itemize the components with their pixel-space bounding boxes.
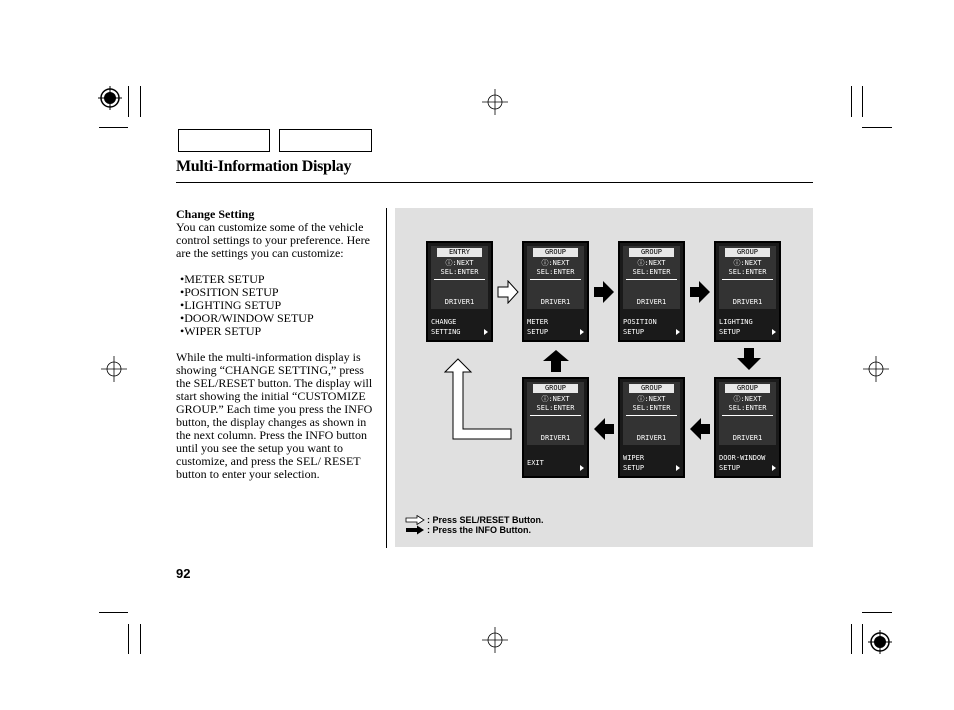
page-title: Multi-Information Display: [176, 158, 352, 175]
screen-next-label: ⓘ:NEXT: [733, 395, 762, 403]
play-triangle-icon: [772, 329, 776, 335]
screen-driver-label: DRIVER1: [444, 298, 475, 306]
play-triangle-icon: [676, 465, 680, 471]
screen-group-label: GROUP: [629, 384, 674, 393]
screen-enter-label: SEL:ENTER: [440, 268, 479, 276]
screen-driver-label: DRIVER1: [732, 298, 763, 306]
info-arrow-left-icon: [594, 418, 614, 440]
screen-setting-label: EXIT: [527, 459, 544, 467]
info-arrow-right-icon: [690, 281, 710, 303]
screen-enter-label: SEL:ENTER: [632, 268, 671, 276]
screen-group-label: ENTRY: [437, 248, 482, 257]
screen-group-label: GROUP: [725, 248, 770, 257]
play-triangle-icon: [484, 329, 488, 335]
screen-group-label: GROUP: [533, 384, 578, 393]
screen-setting-label: DOOR·WINDOW: [719, 454, 766, 462]
screen-enter-label: SEL:ENTER: [728, 268, 767, 276]
list-item: WIPER SETUP: [180, 325, 381, 338]
display-screen-exit: GROUP ⓘ:NEXT SEL:ENTER DRIVER1 EXIT: [522, 377, 589, 478]
screen-setting-label: POSITION: [623, 318, 657, 326]
screen-enter-label: SEL:ENTER: [536, 404, 575, 412]
header-tab-box: [279, 129, 372, 152]
list-item: POSITION SETUP: [180, 286, 381, 299]
screen-driver-label: DRIVER1: [636, 298, 667, 306]
page-number: 92: [176, 566, 191, 581]
play-triangle-icon: [676, 329, 680, 335]
screen-group-label: GROUP: [533, 248, 578, 257]
screen-driver-label: DRIVER1: [540, 434, 571, 442]
screen-enter-label: SEL:ENTER: [632, 404, 671, 412]
screen-setting-label: LIGHTING: [719, 318, 753, 326]
screen-next-label: ⓘ:NEXT: [445, 259, 474, 267]
screen-setting-label: SETUP: [623, 464, 645, 472]
screen-next-label: ⓘ:NEXT: [541, 395, 570, 403]
body-paragraph: While the multi-information display is s…: [176, 350, 373, 481]
info-arrow-right-icon: [594, 281, 614, 303]
screen-setting-label: WIPER: [623, 454, 645, 462]
sel-reset-return-arrow-icon: [444, 358, 512, 440]
list-item: LIGHTING SETUP: [180, 299, 381, 312]
screen-setting-label: SETUP: [719, 328, 741, 336]
screen-enter-label: SEL:ENTER: [536, 268, 575, 276]
info-legend-icon: [406, 525, 424, 535]
display-screen-position: GROUP ⓘ:NEXT SEL:ENTER DRIVER1 POSITION …: [618, 241, 685, 342]
screen-setting-label: CHANGE: [431, 318, 457, 326]
play-triangle-icon: [580, 329, 584, 335]
screen-setting-label: METER: [527, 318, 549, 326]
display-screen-meter: GROUP ⓘ:NEXT SEL:ENTER DRIVER1 METER SET…: [522, 241, 589, 342]
screen-driver-label: DRIVER1: [636, 434, 667, 442]
crosshair-icon: [101, 356, 127, 382]
crosshair-icon: [863, 356, 889, 382]
screen-next-label: ⓘ:NEXT: [637, 395, 666, 403]
sel-reset-arrow-icon: [497, 280, 519, 304]
header-tab-box: [178, 129, 270, 152]
legend-info-text: : Press the INFO Button.: [427, 525, 532, 535]
info-arrow-up-icon: [543, 350, 569, 372]
section-heading: Change Setting: [176, 207, 255, 221]
screen-next-label: ⓘ:NEXT: [541, 259, 570, 267]
title-rule: [176, 182, 813, 183]
intro-paragraph: You can customize some of the vehicle co…: [176, 220, 370, 260]
sel-reset-legend-icon: [405, 515, 425, 525]
screen-group-label: GROUP: [629, 248, 674, 257]
screen-driver-label: DRIVER1: [732, 434, 763, 442]
list-item: DOOR/WINDOW SETUP: [180, 312, 381, 325]
screen-driver-label: DRIVER1: [540, 298, 571, 306]
screen-next-label: ⓘ:NEXT: [637, 259, 666, 267]
crosshair-icon: [482, 627, 508, 653]
crosshair-icon: [482, 89, 508, 115]
play-triangle-icon: [580, 465, 584, 471]
display-screen-wiper: GROUP ⓘ:NEXT SEL:ENTER DRIVER1 WIPER SET…: [618, 377, 685, 478]
registration-mark-icon: [868, 630, 892, 654]
play-triangle-icon: [772, 465, 776, 471]
screen-setting-label: SETUP: [719, 464, 741, 472]
display-screen-lighting: GROUP ⓘ:NEXT SEL:ENTER DRIVER1 LIGHTING …: [714, 241, 781, 342]
screen-setting-label: SETUP: [623, 328, 645, 336]
screen-group-label: GROUP: [725, 384, 770, 393]
display-screen-door-window: GROUP ⓘ:NEXT SEL:ENTER DRIVER1 DOOR·WIND…: [714, 377, 781, 478]
setup-list: METER SETUP POSITION SETUP LIGHTING SETU…: [180, 273, 381, 338]
screen-setting-label: SETTING: [431, 328, 461, 336]
legend-sel-reset-text: : Press SEL/RESET Button.: [427, 515, 544, 525]
column-divider: [386, 208, 387, 548]
screen-enter-label: SEL:ENTER: [728, 404, 767, 412]
change-setting-section: Change Setting You can customize some of…: [176, 208, 381, 481]
display-screen-entry: ENTRY ⓘ:NEXT SEL:ENTER DRIVER1 CHANGE SE…: [426, 241, 493, 342]
screen-setting-label: SETUP: [527, 328, 549, 336]
info-arrow-down-icon: [737, 348, 761, 370]
registration-mark-icon: [98, 86, 122, 110]
list-item: METER SETUP: [180, 273, 381, 286]
info-arrow-left-icon: [690, 418, 710, 440]
screen-next-label: ⓘ:NEXT: [733, 259, 762, 267]
